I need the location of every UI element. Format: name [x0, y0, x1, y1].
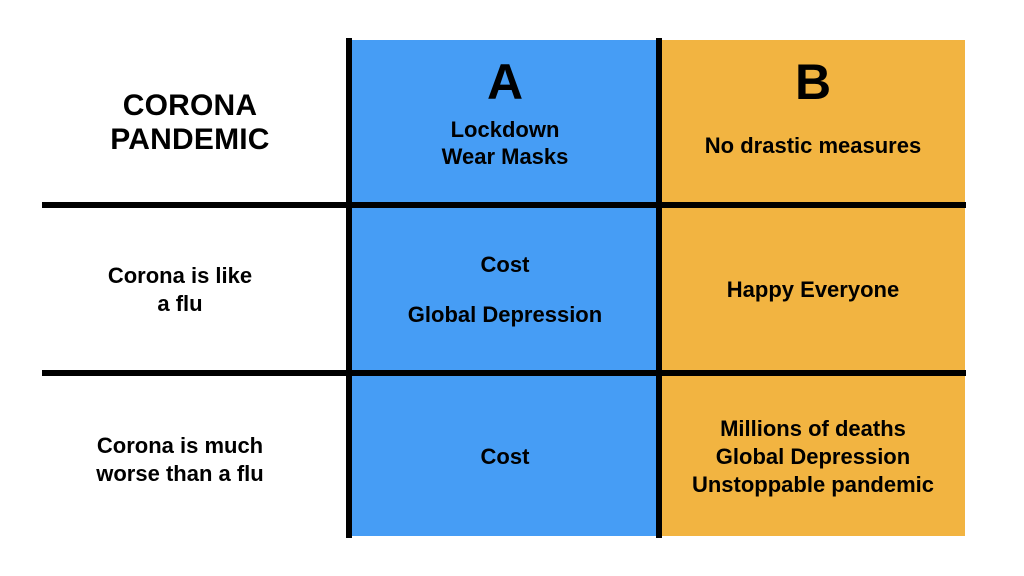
column-a-line: Lockdown	[450, 117, 560, 142]
matrix-title-text: CORONA PANDEMIC	[110, 89, 270, 156]
cell-worse-option-a: Cost	[352, 378, 658, 536]
row-label-worse-than-flu: Corona is much worse than a flu	[50, 410, 310, 510]
cell-flu-option-b: Happy Everyone	[662, 210, 964, 370]
row-label-line: Corona is much	[96, 433, 264, 458]
cell-line: Global Depression	[407, 302, 603, 327]
cell-worse-option-b: Millions of deaths Global Depression Uns…	[662, 378, 964, 536]
column-b-line: No drastic measures	[704, 133, 922, 158]
cell-line: Cost	[480, 444, 530, 469]
row-label-line: Corona is like	[107, 263, 253, 288]
cell-line: Millions of deaths	[720, 416, 906, 441]
column-b-description: No drastic measures	[705, 132, 921, 159]
cell-line: Global Depression	[715, 444, 911, 469]
column-a-letter: A	[486, 54, 524, 110]
grid-vertical-line	[346, 38, 352, 538]
row-label-line: a flu	[157, 291, 203, 316]
grid-horizontal-line	[42, 202, 966, 208]
column-header-a: A Lockdown Wear Masks	[352, 50, 658, 200]
column-a-description: Lockdown Wear Masks	[442, 116, 569, 170]
grid-vertical-line	[656, 38, 662, 538]
grid-horizontal-line	[42, 370, 966, 376]
cell-line: Unstoppable pandemic	[691, 472, 935, 497]
cell-line: Happy Everyone	[726, 277, 900, 302]
column-b-letter: B	[794, 54, 832, 110]
row-label-line: worse than a flu	[96, 461, 264, 486]
column-header-b: B No drastic measures	[662, 50, 964, 200]
option-b-panel	[660, 40, 965, 536]
row-label-flu: Corona is like a flu	[50, 245, 310, 335]
column-a-line: Wear Masks	[441, 144, 569, 169]
cell-line: Cost	[480, 252, 530, 277]
option-a-panel	[350, 40, 660, 536]
matrix-title: CORONA PANDEMIC	[40, 89, 340, 156]
cell-flu-option-a: Cost Global Depression	[352, 210, 658, 370]
